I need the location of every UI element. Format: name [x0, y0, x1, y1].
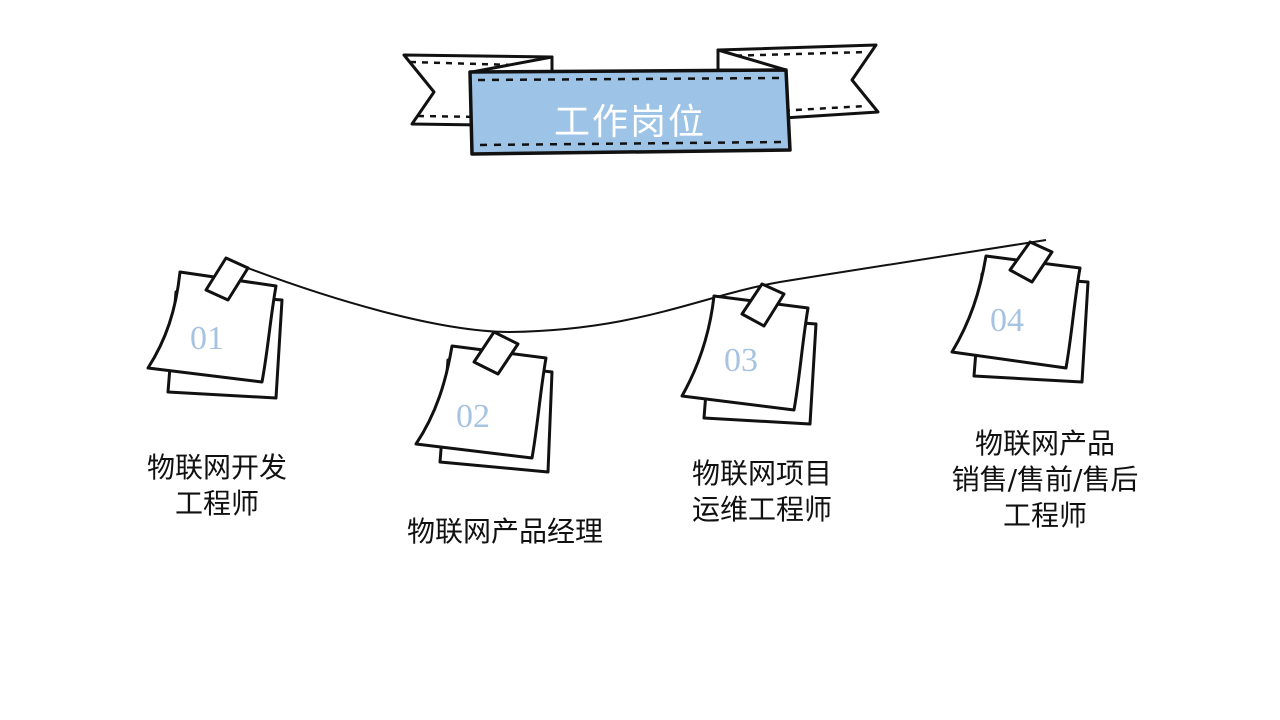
ribbon-main-band: [468, 68, 792, 156]
caption-card-1: 物联网开发 工程师: [117, 450, 317, 522]
note-card-1-tape: [204, 256, 250, 302]
caption-card-2-line-1: 物联网产品经理: [406, 515, 603, 548]
note-number-4: 04: [990, 302, 1024, 339]
caption-card-4-line-3: 工程师: [1002, 498, 1087, 532]
caption-card-1-line-2: 工程师: [174, 486, 259, 520]
note-card-2-front: [414, 344, 548, 460]
note-card-4-front: [950, 254, 1082, 370]
note-card-3: [680, 282, 818, 426]
caption-card-2: 物联网产品经理: [380, 514, 630, 550]
note-number-2: 02: [456, 398, 490, 435]
hanging-string: [231, 239, 1047, 334]
caption-card-4-line-2: 销售/售前/售后: [951, 462, 1139, 496]
caption-card-3-line-1: 物联网项目: [691, 457, 832, 490]
ribbon-banner: [402, 43, 880, 156]
note-card-3-front: [680, 294, 810, 412]
note-card-3-tape: [740, 282, 786, 328]
note-card-1-front: [146, 270, 278, 384]
caption-card-3: 物联网项目 运维工程师: [662, 456, 862, 528]
caption-card-4: 物联网产品 销售/售前/售后 工程师: [925, 426, 1165, 533]
caption-card-1-line-1: 物联网开发: [146, 451, 287, 484]
note-card-1: [146, 256, 284, 400]
note-number-1: 01: [190, 320, 224, 357]
caption-card-4-line-1: 物联网产品: [974, 427, 1115, 460]
note-card-2-tape: [472, 330, 520, 376]
note-card-4: [950, 240, 1090, 384]
note-card-4-tape: [1008, 240, 1054, 284]
note-number-3: 03: [724, 342, 758, 379]
note-card-2: [414, 330, 554, 474]
caption-card-3-line-2: 运维工程师: [691, 492, 832, 526]
ribbon-right-tail-dash: [723, 50, 869, 116]
banner-title: 工作岗位: [553, 102, 706, 143]
